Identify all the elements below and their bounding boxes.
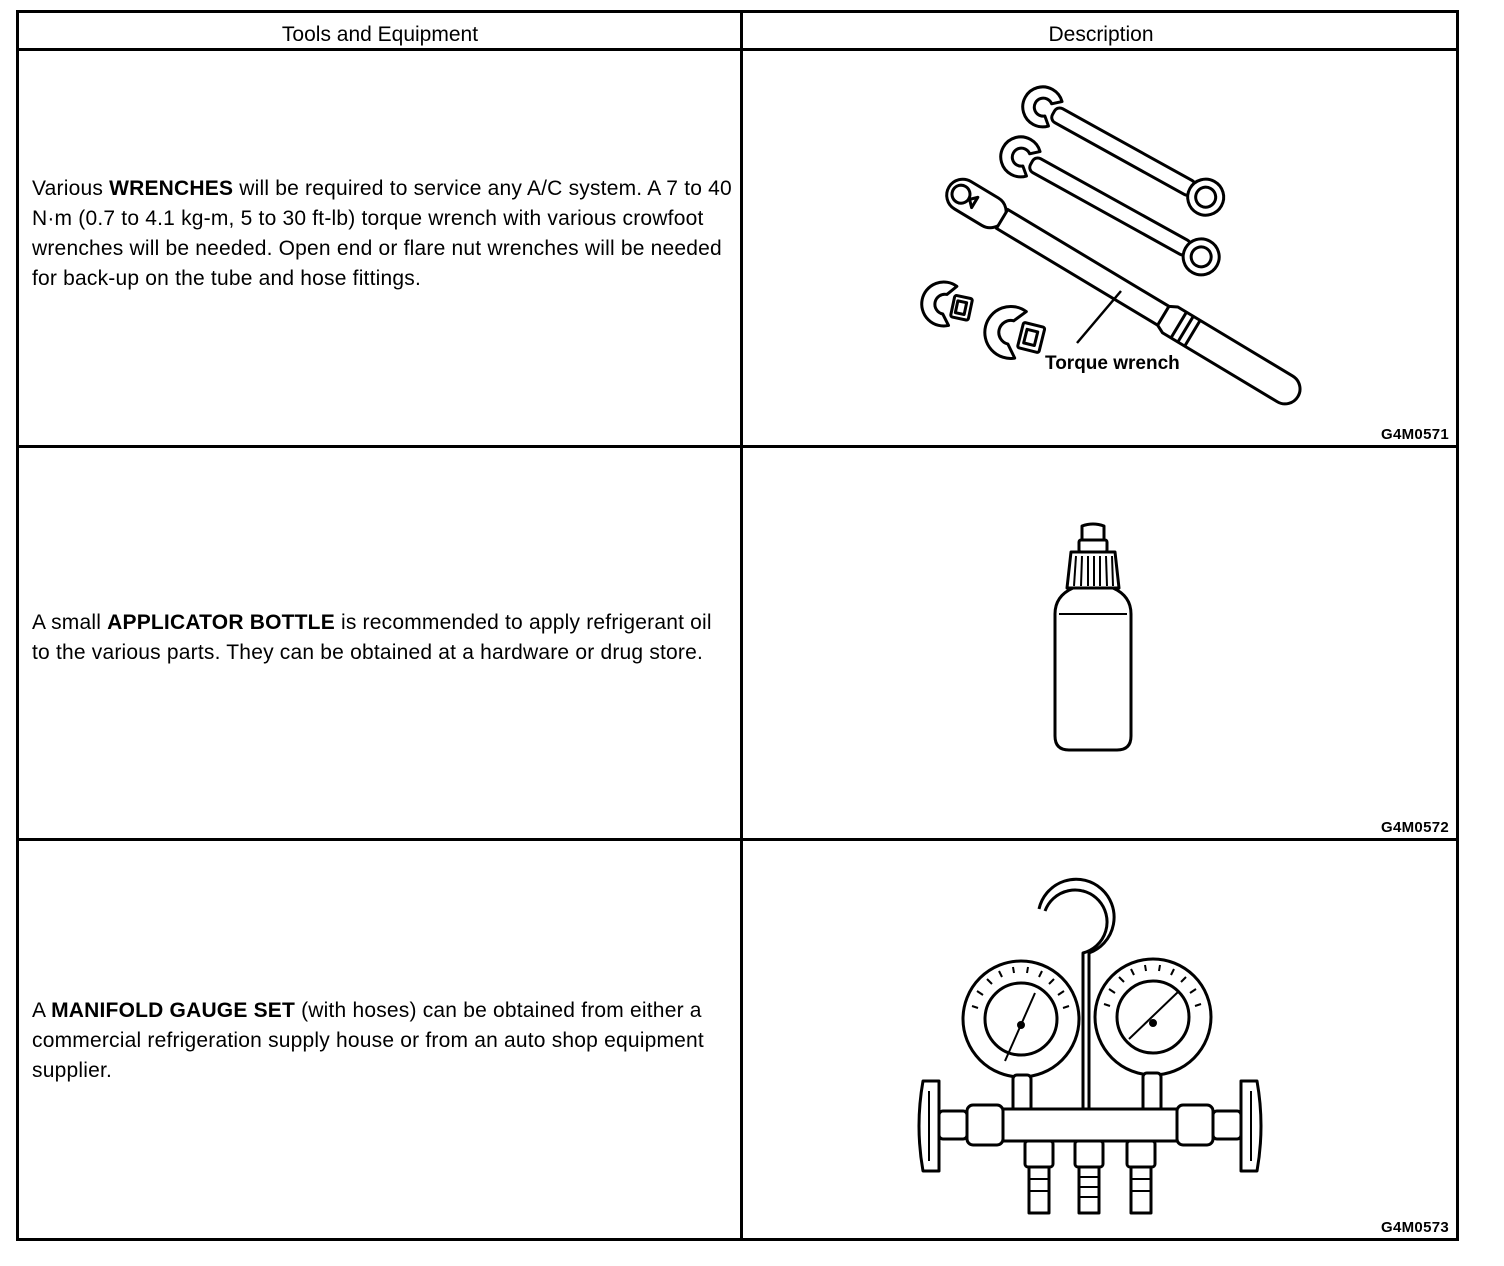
manifold-gauge-set-illustration-icon xyxy=(917,877,1263,1215)
wrenches-text: Various WRENCHES will be required to ser… xyxy=(32,177,732,290)
manifold-gauge-set-keyword: MANIFOLD GAUGE SET xyxy=(51,999,296,1022)
wrenches-illustration-icon: Torque wrench xyxy=(920,85,1302,406)
tools-table: Tools and Equipment Description Various … xyxy=(16,10,1459,1241)
manifold-gauge-set-text: A MANIFOLD GAUGE SET (with hoses) can be… xyxy=(32,999,704,1082)
figure-code: G4M0573 xyxy=(1381,1219,1449,1236)
wrenches-figure: Torque wrench G4M0571 xyxy=(743,51,1459,445)
table-header-row: Tools and Equipment Description xyxy=(19,13,1456,51)
header-description: Description xyxy=(1048,23,1154,46)
wrenches-keyword: WRENCHES xyxy=(109,177,234,200)
table-row-manifold-gauge-set: A MANIFOLD GAUGE SET (with hoses) can be… xyxy=(19,841,1456,1238)
table-row-applicator-bottle: A small APPLICATOR BOTTLE is recommended… xyxy=(19,448,1456,841)
figure-code: G4M0572 xyxy=(1381,819,1449,836)
applicator-bottle-keyword: APPLICATOR BOTTLE xyxy=(107,611,335,634)
table-row-wrenches: Various WRENCHES will be required to ser… xyxy=(19,51,1456,448)
torque-wrench-callout: Torque wrench xyxy=(1045,353,1180,374)
header-tools-and-equipment: Tools and Equipment xyxy=(281,23,479,46)
column-divider xyxy=(740,13,743,1238)
figure-code: G4M0571 xyxy=(1381,426,1449,443)
applicator-bottle-figure: G4M0572 xyxy=(743,448,1459,838)
applicator-bottle-illustration-icon xyxy=(1053,522,1133,752)
manifold-gauge-set-figure: G4M0573 xyxy=(743,841,1459,1238)
applicator-bottle-text: A small APPLICATOR BOTTLE is recommended… xyxy=(32,611,712,664)
